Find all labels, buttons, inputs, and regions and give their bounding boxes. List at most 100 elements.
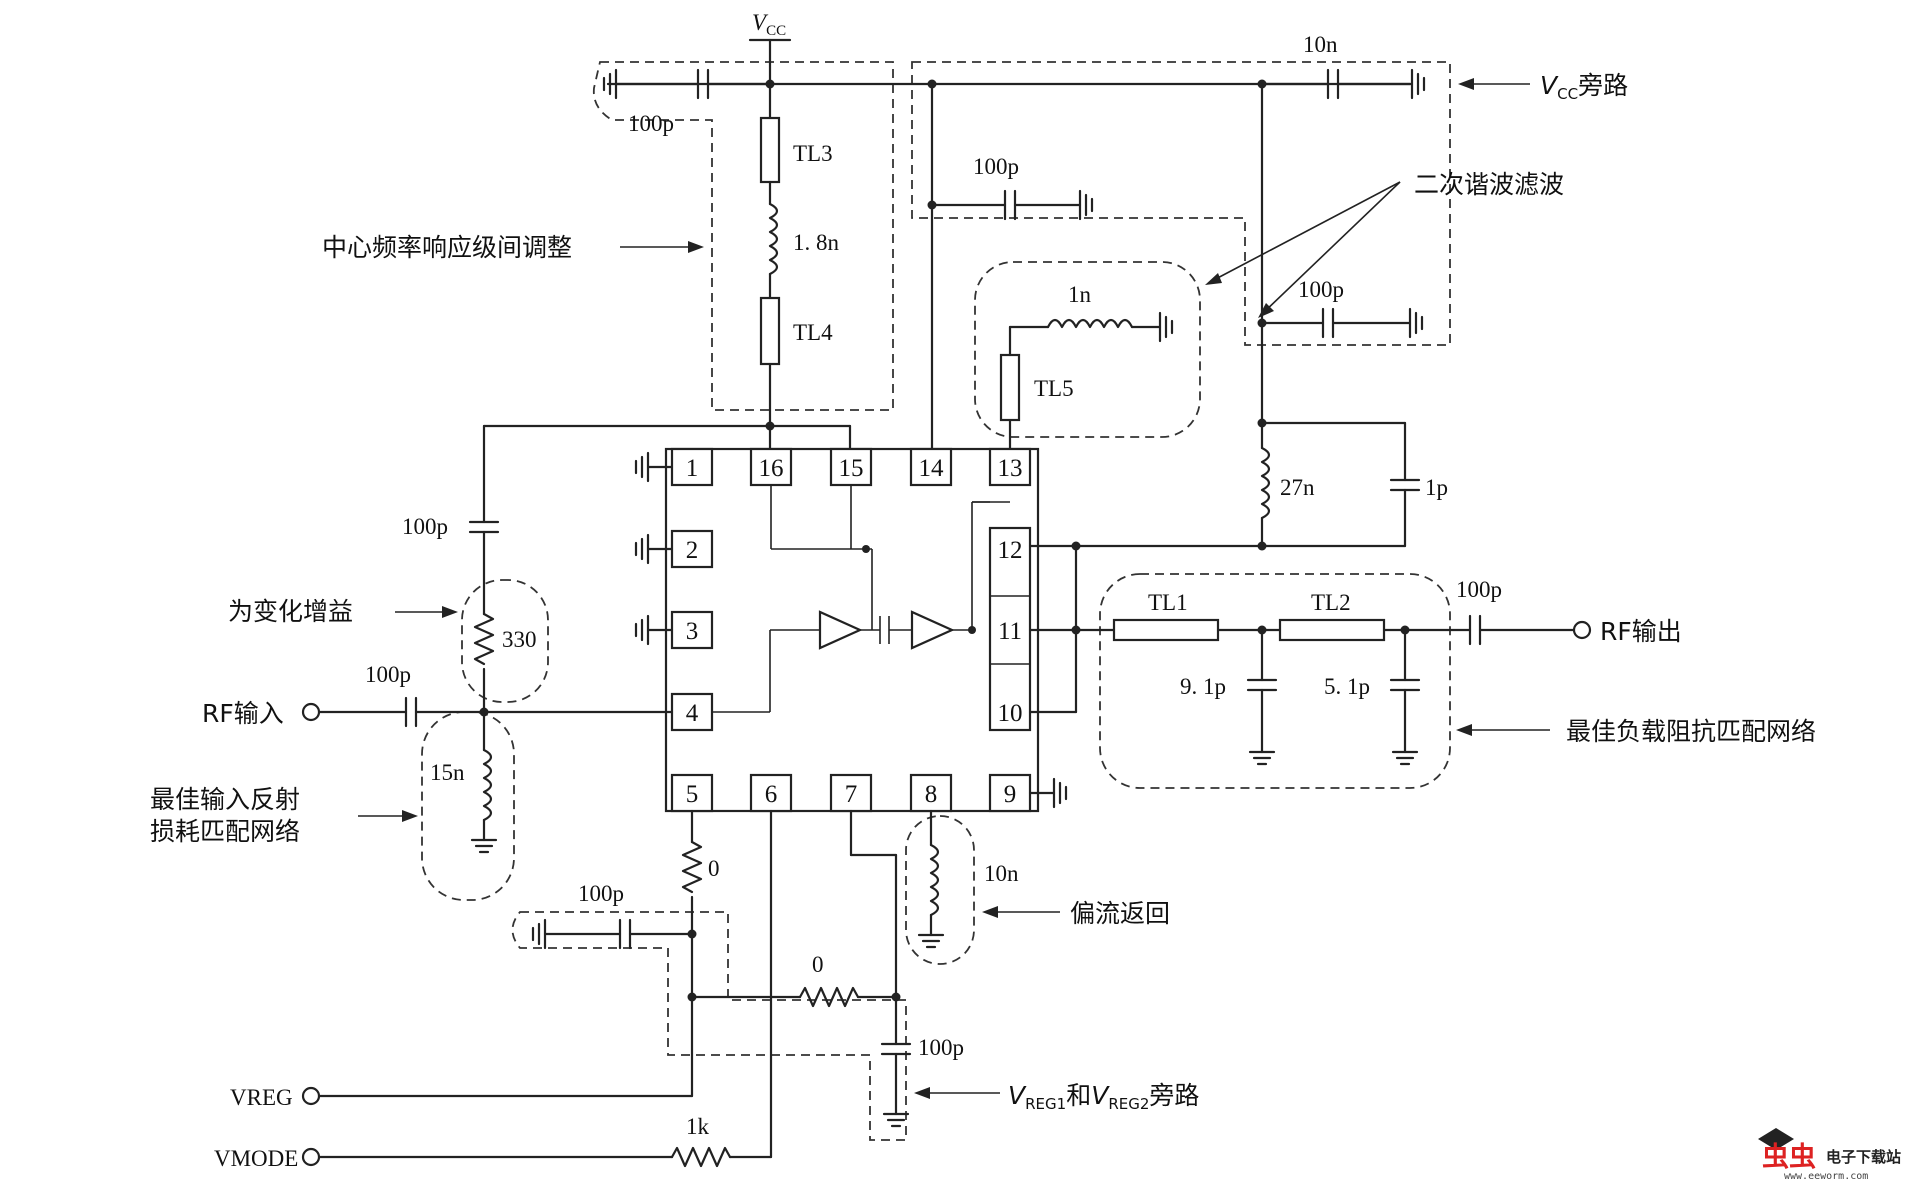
output-node <box>1028 541 1116 714</box>
rf-input-terminal[interactable] <box>301 702 321 722</box>
cap-10n-top <box>1260 68 1426 100</box>
l-1n-label: 1n <box>1068 282 1092 307</box>
cap-100p-mid-label: 100p <box>973 154 1019 179</box>
input-match-annotation-1: 最佳输入反射 <box>150 785 300 814</box>
pin-label-8: 8 <box>925 781 938 808</box>
pin-label-2: 2 <box>686 537 699 564</box>
cap-5-1p-label: 5. 1p <box>1324 674 1370 699</box>
pin-label-7: 7 <box>845 781 858 808</box>
rf-output-terminal[interactable] <box>1572 620 1592 640</box>
vreg-terminal[interactable] <box>301 1086 321 1106</box>
pin-label-3: 3 <box>686 618 699 645</box>
pin-14 <box>909 447 953 487</box>
gain-annotation: 为变化增益 <box>228 597 353 626</box>
r-330-label: 330 <box>502 627 537 652</box>
cap-1p-label: 1p <box>1425 475 1448 500</box>
l27n-c1p <box>1074 418 1421 551</box>
tl3-l18n-tl4-chain <box>759 82 781 431</box>
rf-output <box>1468 614 1592 646</box>
l-27n-label: 27n <box>1280 475 1315 500</box>
pin-1 <box>670 447 714 487</box>
pin-label-6: 6 <box>765 781 778 808</box>
gain-outline <box>461 579 549 703</box>
watermark-logo: 虫虫 <box>1762 1142 1816 1173</box>
vcc-bypass-outline <box>911 61 1451 346</box>
input-match-annotation-2: 损耗匹配网络 <box>150 817 300 846</box>
pin-label-13: 13 <box>998 455 1023 482</box>
cap-100p-vreg-label: 100p <box>578 881 624 906</box>
annotation-arrows <box>358 78 1550 1099</box>
pin-label-15: 15 <box>839 455 864 482</box>
watermark-url: www.eeworm.com <box>1784 1171 1868 1181</box>
pin-label-16: 16 <box>759 455 784 482</box>
ic-ground-symbols <box>634 451 1068 809</box>
pin7-chain <box>849 809 912 1128</box>
pin8-10n <box>917 809 945 949</box>
load-match-annotation: 最佳负载阻抗匹配网络 <box>1566 717 1816 746</box>
cap-10n-top-label: 10n <box>1303 32 1338 57</box>
watermark: 虫虫 电子下载站 www.eeworm.com <box>1758 1128 1901 1181</box>
chinese-annotations: VCC旁路 二次谐波滤波 中心频率响应级间调整 为变化增益 最佳输入反射 损耗匹… <box>150 71 1816 1113</box>
harmonic-filter-outline <box>974 261 1201 438</box>
vcc-bypass-annotation: VCC旁路 <box>1540 71 1628 103</box>
input-match-outline <box>421 711 515 901</box>
l-15n-label: 15n <box>430 760 465 785</box>
pin-7 <box>829 773 873 813</box>
r-0-bias-label: 0 <box>812 952 824 977</box>
l-10n-label: 10n <box>984 861 1019 886</box>
l-1-8n-label: 1. 8n <box>793 230 840 255</box>
vmode-label: VMODE <box>214 1146 298 1171</box>
pin-label-9: 9 <box>1004 781 1017 808</box>
cap-100p-right-label: 100p <box>1298 277 1344 302</box>
bias-return-outline <box>905 815 975 965</box>
cap-9-1p-label: 9. 1p <box>1180 674 1226 699</box>
pin-16 <box>749 447 793 487</box>
r-0-pin5-label: 0 <box>708 856 720 881</box>
pin-label-4: 4 <box>686 700 699 727</box>
load-match-outline <box>1099 573 1451 789</box>
rf-output-label: RF输出 <box>1600 617 1682 646</box>
vcc-rail <box>606 38 1412 89</box>
pin-label-11: 11 <box>998 618 1022 645</box>
cap-100p-rfin-label: 100p <box>365 662 411 687</box>
cap-100p-pin7-label: 100p <box>918 1035 964 1060</box>
pin-label-14: 14 <box>919 455 945 482</box>
pin-3 <box>670 610 714 650</box>
cap-100p-vcc-left-label: 100p <box>628 111 674 136</box>
pin-13 <box>988 447 1032 487</box>
pin5-vreg-chain <box>301 809 901 1106</box>
tl2-label: TL2 <box>1311 590 1351 615</box>
ic-internal-stages <box>712 485 1010 713</box>
tl1-label: TL1 <box>1148 590 1188 615</box>
watermark-name: 电子下载站 <box>1826 1148 1901 1166</box>
cap-100p-out-label: 100p <box>1456 577 1502 602</box>
port-labels: RF输入 RF输出 VREG VMODE <box>202 617 1682 1171</box>
component-labels: VCC 10n 100p TL3 1. 8n TL4 100p 100p 1n … <box>365 10 1502 1139</box>
load-match-network <box>1112 618 1472 766</box>
dashed-group-outlines <box>421 61 1451 1141</box>
cap-100p-vcc-left <box>602 68 772 100</box>
vreg-label: VREG <box>230 1085 293 1110</box>
pin-9 <box>988 773 1032 813</box>
pin14-vcc <box>927 82 1094 455</box>
rf-input-label: RF输入 <box>202 699 284 728</box>
vreg-bypass-outline <box>511 911 907 1141</box>
center-freq-outline <box>592 61 894 411</box>
r-1k-label: 1k <box>686 1114 710 1139</box>
graduation-cap-icon <box>1758 1128 1794 1150</box>
pin-5 <box>670 773 714 813</box>
pin-label-1: 1 <box>686 455 699 482</box>
pin-label-12: 12 <box>998 537 1023 564</box>
vcc-label: VCC <box>752 10 786 39</box>
pin-8 <box>909 773 953 813</box>
harmonic-filter-annotation: 二次谐波滤波 <box>1414 170 1564 199</box>
bias-return-annotation: 偏流返回 <box>1070 899 1170 928</box>
tl3-label: TL3 <box>793 141 833 166</box>
vmode-terminal[interactable] <box>301 1147 321 1167</box>
tl4-label: TL4 <box>793 320 833 345</box>
pin-label-5: 5 <box>686 781 699 808</box>
harmonic-filter <box>999 311 1174 455</box>
cap-100p-gain-label: 100p <box>402 514 448 539</box>
center-freq-annotation: 中心频率响应级间调整 <box>322 233 572 262</box>
